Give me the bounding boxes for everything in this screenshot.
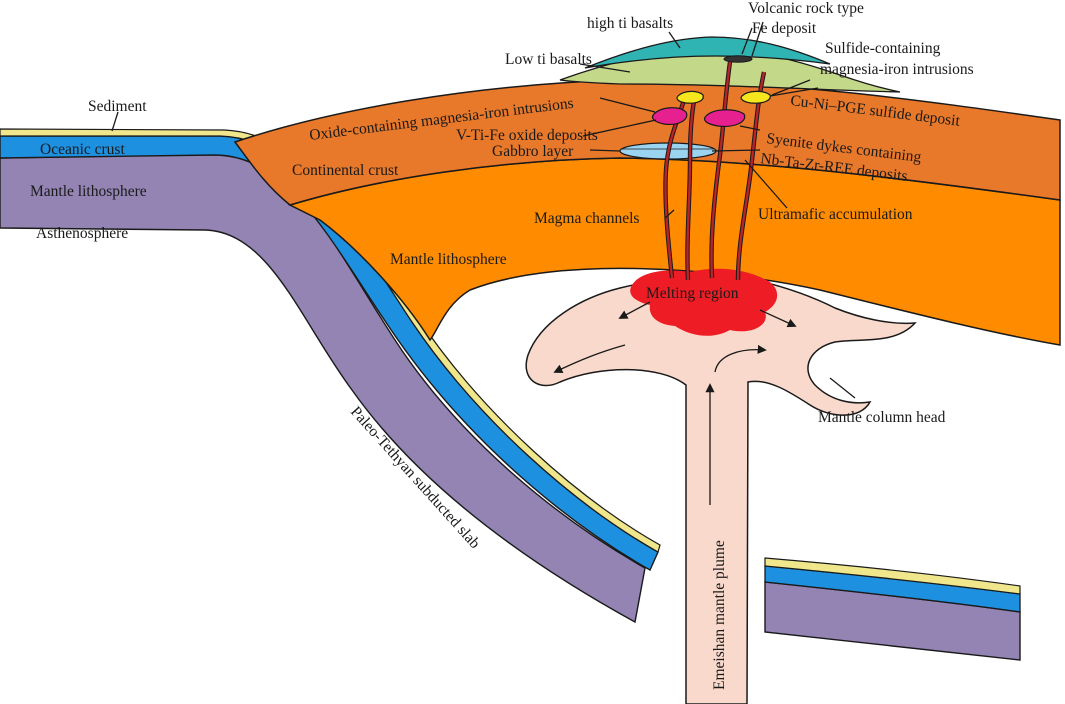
label-low-ti-basalts: Low ti basalts	[505, 51, 592, 68]
label-mantle-lithosphere-center: Mantle lithosphere	[390, 251, 507, 268]
label-sediment: Sediment	[88, 98, 147, 115]
label-oceanic-crust: Oceanic crust	[40, 141, 125, 158]
label-fe-deposit: Fe deposit	[752, 20, 817, 37]
label-ultramafic: Ultramafic accumulation	[758, 206, 913, 223]
slab-fragment-right	[764, 557, 1021, 661]
label-volcanic-rock-type: Volcanic rock type	[748, 0, 864, 17]
label-asthenosphere: Asthenosphere	[36, 225, 128, 242]
melting-region	[630, 268, 778, 336]
label-mantle-column-head: Mantle column head	[818, 409, 946, 426]
label-v-ti-fe: V-Ti-Fe oxide deposits	[456, 127, 598, 144]
fe-deposit-lens	[723, 55, 753, 63]
oxide-intrusions	[651, 107, 746, 127]
label-continental-crust: Continental crust	[292, 162, 399, 179]
magma-channels	[663, 61, 767, 281]
leader-lines	[111, 21, 856, 399]
label-sulfide-intrusions-2: magnesia-iron intrusions	[820, 61, 974, 78]
label-sulfide-intrusions-1: Sulfide-containing	[825, 40, 941, 57]
label-gabbro-layer: Gabbro layer	[492, 143, 574, 160]
high-ti-basalts	[584, 36, 831, 69]
flow-arrows	[553, 301, 797, 505]
label-plume: Emeishan mantle plume	[711, 540, 728, 690]
label-magma-channels: Magma channels	[534, 210, 639, 227]
mantle-plume	[525, 275, 917, 704]
label-melting-region: Melting region	[646, 285, 739, 302]
label-high-ti-basalts: high ti basalts	[587, 15, 673, 32]
continental-crust	[233, 79, 1061, 206]
sulfide-intrusions	[676, 90, 771, 104]
label-mantle-lithosphere-left: Mantle lithosphere	[30, 183, 147, 200]
